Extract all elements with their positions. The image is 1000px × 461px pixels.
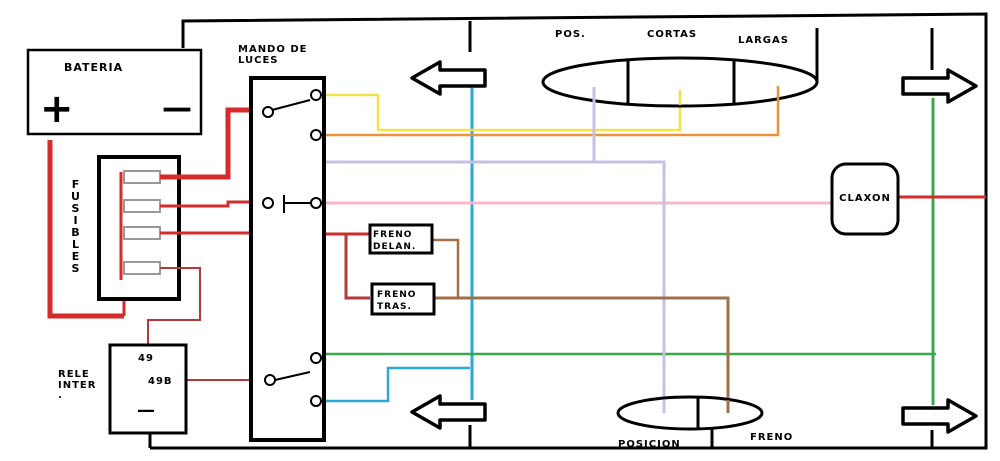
battery-label: BATERIA <box>64 61 123 74</box>
fuse-2 <box>123 199 161 213</box>
freno-delan-line2: DELAN. <box>373 242 416 252</box>
switch-terminal <box>262 197 274 209</box>
relay: 49 49B — <box>108 343 188 435</box>
wire-red-brake-tras <box>344 234 370 300</box>
fusibles-label: F U S I B L E S <box>71 178 81 275</box>
switch-terminal <box>310 89 322 101</box>
rear-light <box>616 395 764 448</box>
wire-red-battery <box>47 140 124 319</box>
fusibles-letter: I <box>73 214 78 227</box>
fuse-box <box>97 155 181 301</box>
rear-right-arrow-icon <box>901 398 978 434</box>
light-switch <box>249 76 326 442</box>
switch-terminal <box>264 374 276 386</box>
rele-label-line1: RELE <box>58 369 90 380</box>
fusibles-letter: U <box>71 190 81 203</box>
largas-label: LARGAS <box>738 35 789 46</box>
switch-terminal <box>310 352 322 364</box>
fusibles-letter: F <box>72 178 81 191</box>
chassis-frame <box>150 12 988 450</box>
rele-label-line2: INTER <box>58 380 96 391</box>
fusibles-letter: L <box>72 238 80 251</box>
switch-terminal <box>310 197 322 209</box>
fusibles-letter: S <box>72 262 81 275</box>
fusibles-letter: S <box>72 202 81 215</box>
horn: CLAXON <box>830 162 900 236</box>
front-headlight <box>541 28 819 108</box>
wire-blue-switch <box>318 366 470 403</box>
fusibles-letter: B <box>71 226 80 239</box>
wire-orange <box>322 86 780 137</box>
wire-red-fuse1 <box>160 107 262 180</box>
wire-red-fuse2 <box>160 200 262 208</box>
fuse-3 <box>123 226 161 240</box>
freno-tras-line2: TRAS. <box>377 302 412 312</box>
switch-terminal <box>262 106 274 118</box>
freno-trasero: FRENO TRAS. <box>370 282 436 316</box>
relay-minus: — <box>137 400 156 421</box>
rele-label-dot: . <box>58 390 63 401</box>
fusibles-letter: E <box>72 250 81 263</box>
posicion-label: POSICION <box>618 439 681 450</box>
switch-terminal <box>310 395 322 407</box>
claxon-label: CLAXON <box>839 193 891 204</box>
freno-tras-line1: FRENO <box>377 290 416 300</box>
battery: BATERIA + — <box>26 48 203 136</box>
wire-darkred-fuse4 <box>147 267 201 345</box>
wire-yellow <box>322 90 682 132</box>
fuse-1 <box>123 170 161 184</box>
wire-brown-delan <box>432 238 460 298</box>
battery-minus: — <box>162 91 193 126</box>
cortas-label: CORTAS <box>647 29 697 40</box>
switch-terminal <box>310 129 322 141</box>
freno-label: FRENO <box>750 432 793 443</box>
mando-label-line2: LUCES <box>238 55 279 66</box>
wire-brown-tras <box>434 296 730 408</box>
battery-plus: + <box>40 86 75 132</box>
relay-pin-49b: 49B <box>148 376 173 387</box>
mando-label-line1: MANDO DE <box>238 44 307 55</box>
fuse-4 <box>123 261 161 275</box>
relay-pin-49: 49 <box>138 353 154 364</box>
wire-lavender-down <box>594 160 666 408</box>
front-left-arrow-icon <box>410 60 487 96</box>
freno-delantero: FRENO DELAN. <box>368 223 434 255</box>
front-right-arrow-icon <box>901 68 978 104</box>
pos-label: POS. <box>555 29 586 40</box>
freno-delan-line1: FRENO <box>373 230 412 240</box>
rear-left-arrow-icon <box>410 394 487 430</box>
